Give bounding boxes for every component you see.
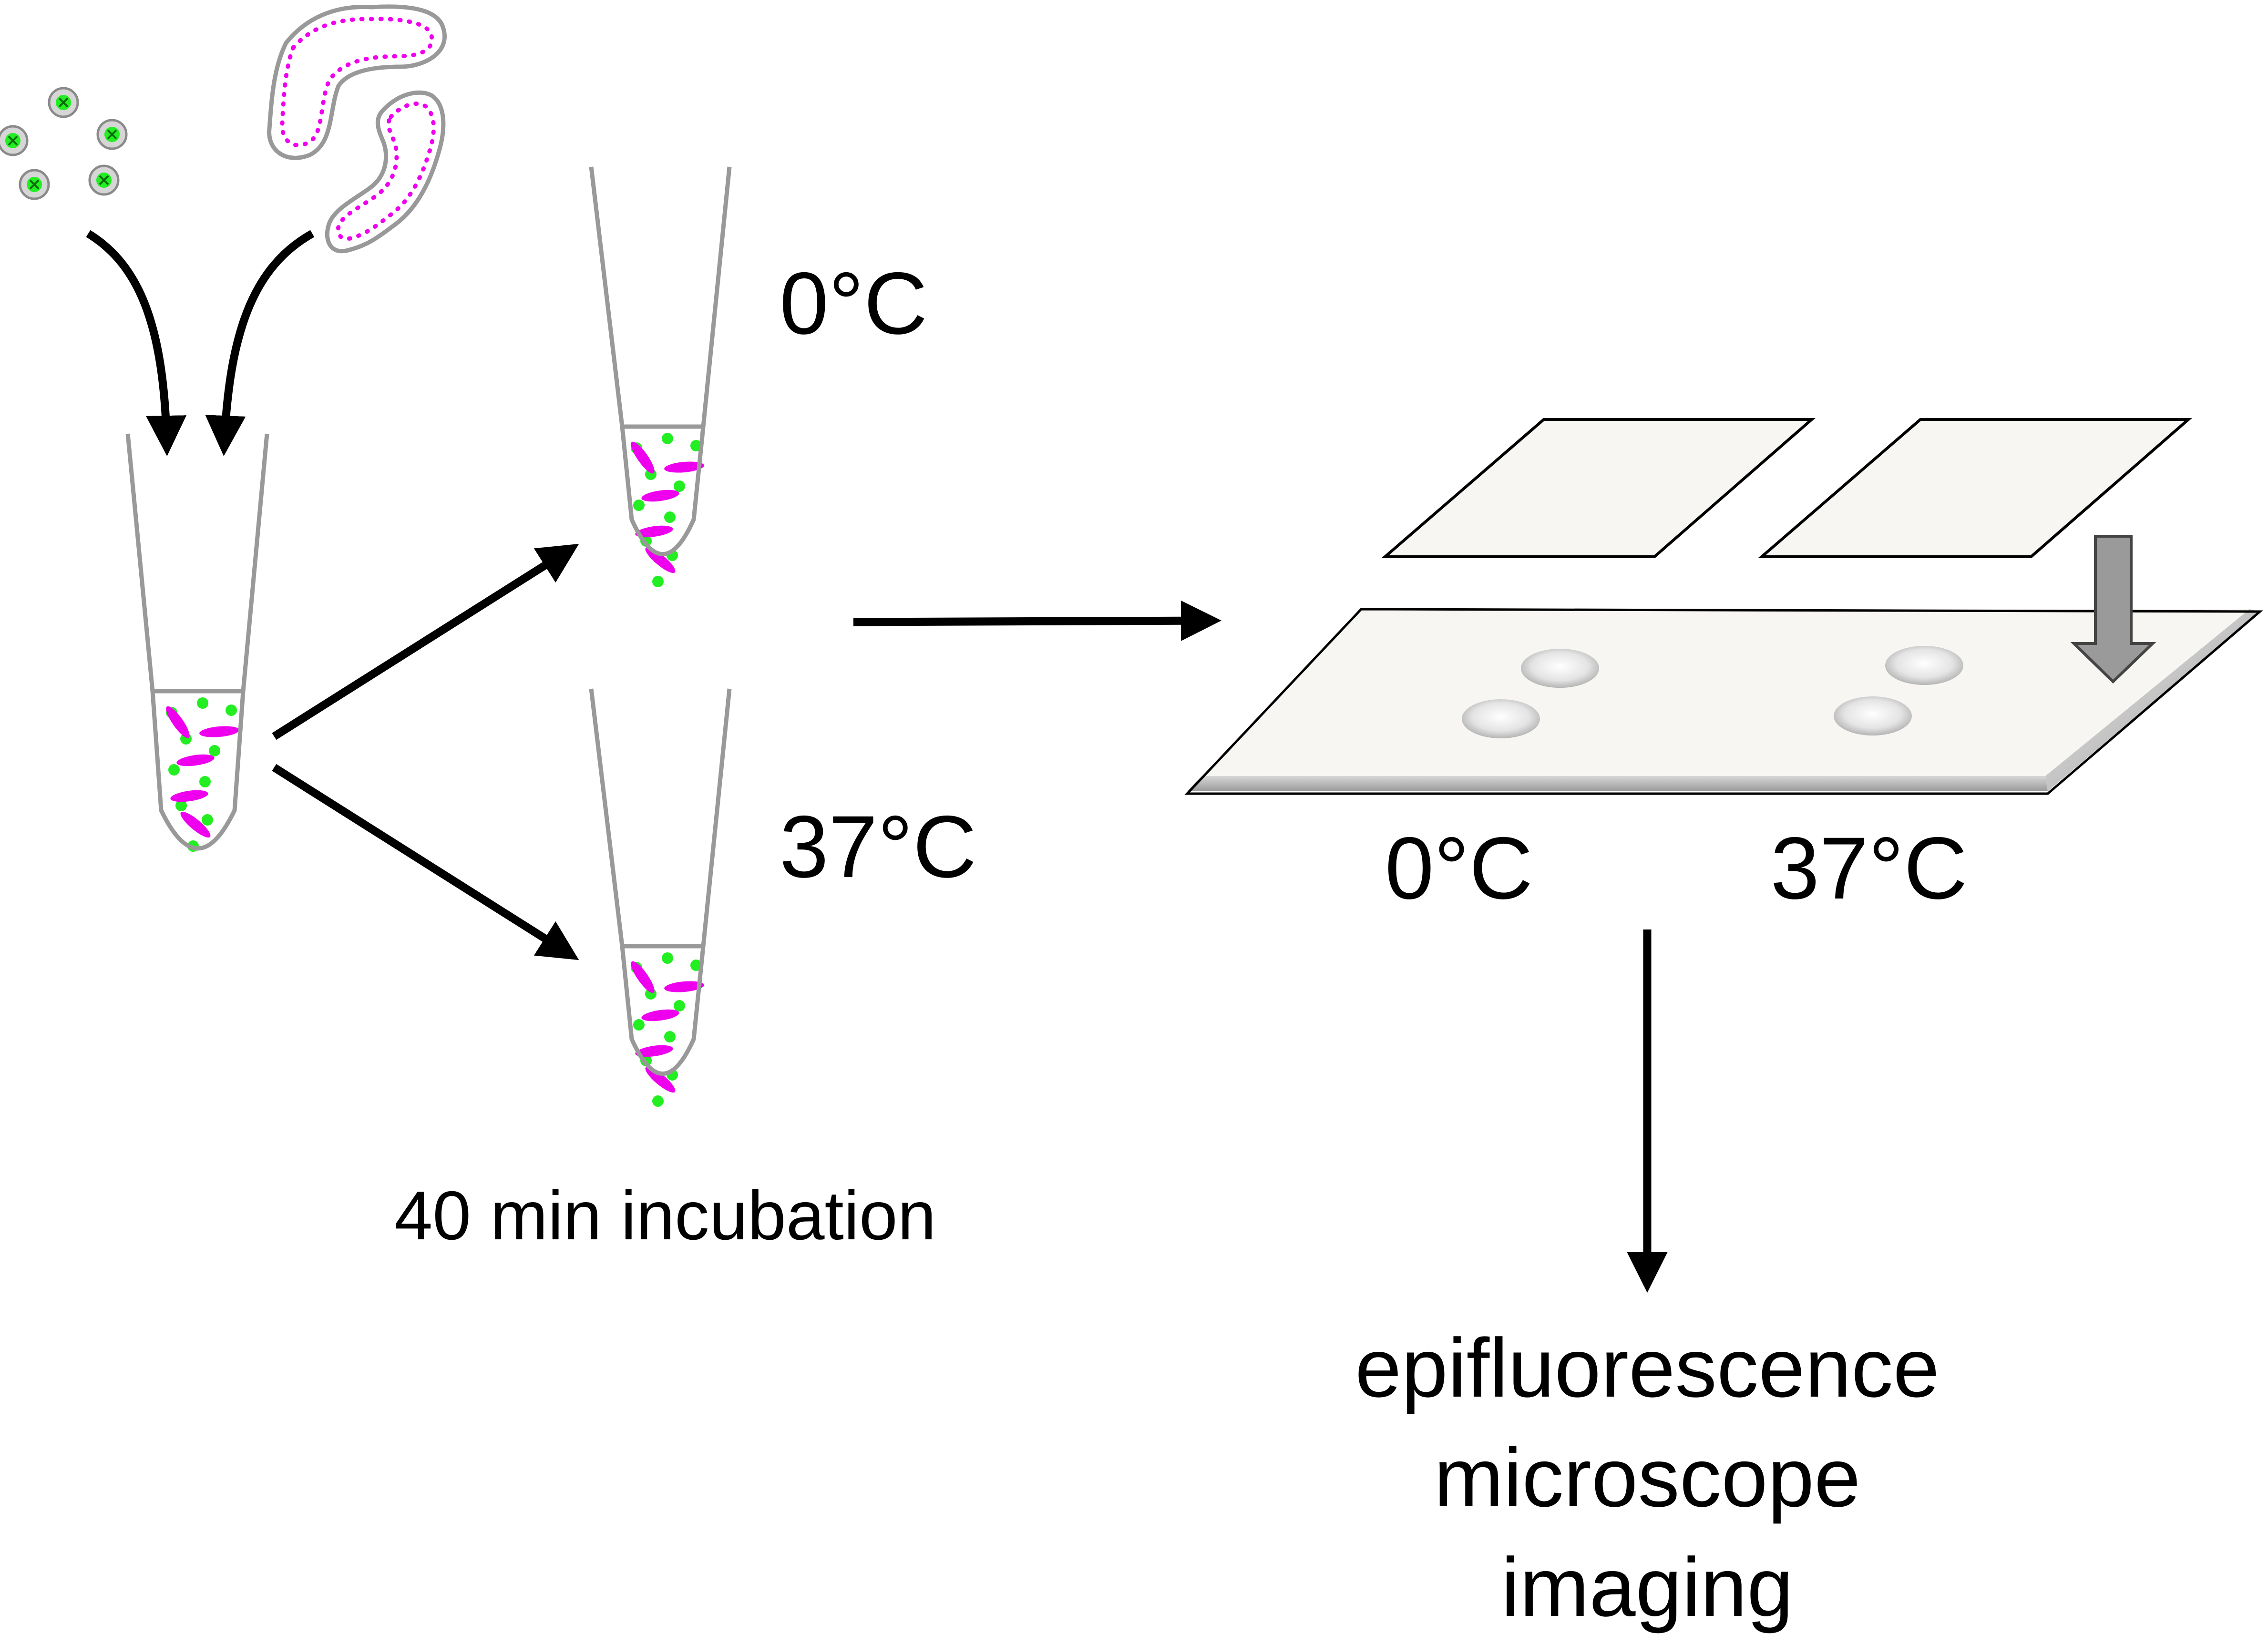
slide-0c-label: 0°C <box>1385 819 1533 918</box>
imaging-line-2: microscope <box>1434 1431 1861 1524</box>
incubation-label: 40 min incubation <box>394 1177 936 1254</box>
bacteria-icon <box>267 4 447 254</box>
press-down-arrow-icon <box>2070 535 2156 684</box>
arrow-to-slide <box>853 600 1221 641</box>
sample-well <box>1885 646 1963 685</box>
tube-0c-icon <box>589 166 732 587</box>
coverslip-left-icon <box>1381 418 1816 558</box>
tube-37c-label: 37°C <box>780 798 976 896</box>
sample-well <box>1834 696 1912 735</box>
tube-0c-label: 0°C <box>780 255 927 353</box>
coverslip-right-icon <box>1757 418 2192 558</box>
sample-well <box>1521 649 1599 688</box>
imaging-line-1: epifluorescence <box>1355 1322 1940 1415</box>
arrow-bacteria-to-tube <box>205 230 315 456</box>
tube-37c-icon <box>589 688 732 1107</box>
arrow-to-0c-tube <box>272 543 579 740</box>
slide-37c-label: 37°C <box>1770 819 1967 918</box>
mixing-tube-icon <box>125 433 269 852</box>
arrow-to-37c-tube <box>272 764 579 960</box>
microscope-slide-icon <box>1184 608 2263 795</box>
nanoparticle-icon <box>0 88 126 199</box>
imaging-line-3: imaging <box>1501 1541 1794 1634</box>
sample-well <box>1462 699 1540 738</box>
arrow-particles-to-tube <box>86 230 187 456</box>
